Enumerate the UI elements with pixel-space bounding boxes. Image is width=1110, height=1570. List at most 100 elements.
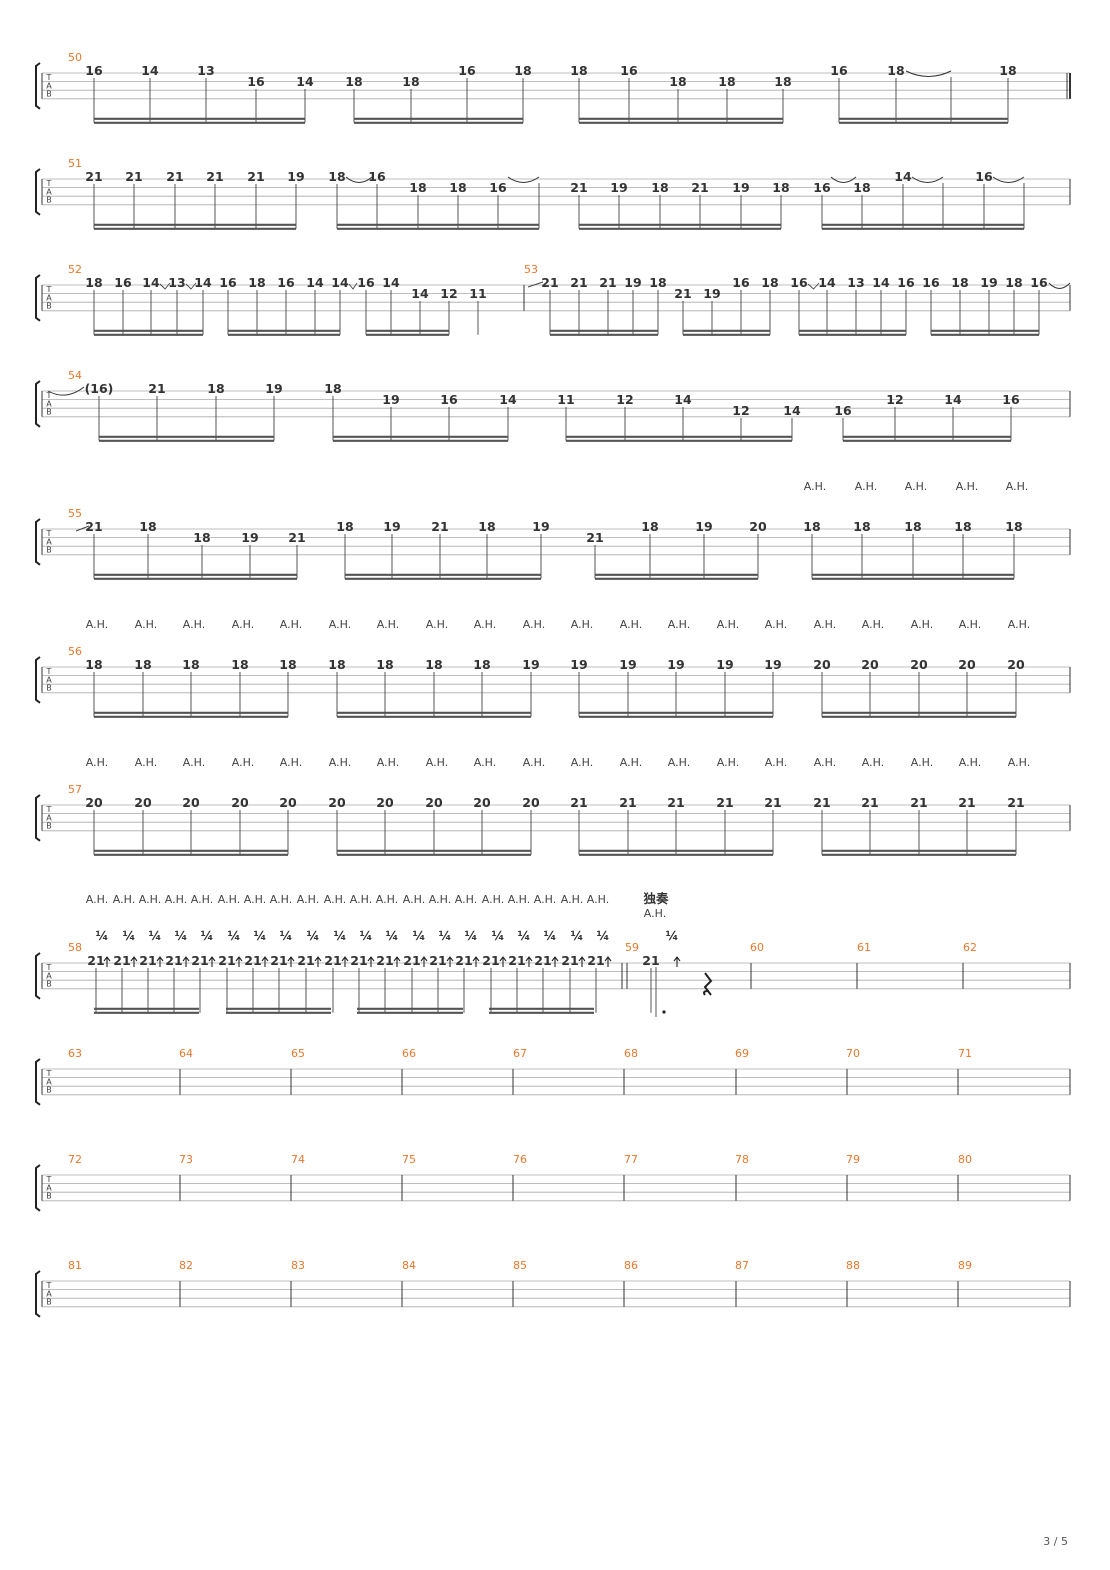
fret-number: 19 [732, 180, 749, 195]
harmonic-label: A.H. [270, 893, 292, 906]
fret-number: 16 [440, 392, 458, 407]
tab-clef-letter: T [46, 179, 52, 188]
fret-number: 16 [790, 275, 808, 290]
tab-clef-letter: A [46, 187, 52, 196]
fret-number: 18 [85, 657, 102, 672]
tab-clef-letter: A [46, 399, 52, 408]
tab-clef-letter: A [46, 1077, 52, 1086]
fret-number: 20 [328, 795, 346, 810]
harmonic-label: A.H. [855, 480, 877, 493]
bar-number: 65 [291, 1047, 305, 1060]
harmonic-label: A.H. [377, 618, 399, 631]
fret-number: 21 [455, 953, 472, 968]
bend-arrow [156, 956, 164, 967]
fret-number: 21 [376, 953, 393, 968]
tab-clef-letter: T [46, 285, 52, 294]
bar-number: 67 [513, 1047, 527, 1060]
tab-clef-letter: T [46, 73, 52, 82]
bar-number: 83 [291, 1259, 305, 1272]
fret-number: 21 [586, 530, 603, 545]
quarter-bend-label: ¼ [518, 928, 531, 943]
fret-number: 14 [382, 275, 400, 290]
fret-number: 21 [429, 953, 446, 968]
fret-number: 18 [207, 381, 224, 396]
tab-clef-letter: T [46, 805, 52, 814]
fret-number: 20 [522, 795, 540, 810]
tab-clef-letter: A [46, 1183, 52, 1192]
harmonic-label: A.H. [862, 618, 884, 631]
harmonic-label: A.H. [376, 893, 398, 906]
quarter-bend-label: ¼ [280, 928, 293, 943]
tab-clef-letter: B [46, 196, 52, 205]
bend-arrow [420, 956, 428, 967]
fret-number: 21 [642, 953, 659, 968]
fret-number: 21 [247, 169, 264, 184]
bar-number: 57 [68, 783, 82, 796]
bar-number: 88 [846, 1259, 860, 1272]
tab-clef-letter: A [46, 971, 52, 980]
fret-number: 12 [440, 286, 457, 301]
system-bracket [35, 952, 41, 1000]
bend-arrow [446, 956, 454, 967]
quarter-bend-label: ¼ [228, 928, 241, 943]
fret-number: 19 [532, 519, 549, 534]
fret-number: 18 [324, 381, 341, 396]
tab-clef-letter: B [46, 1192, 52, 1201]
harmonic-label: A.H. [139, 893, 161, 906]
fret-number: 18 [376, 657, 393, 672]
tie [830, 176, 857, 183]
fret-number: 14 [331, 275, 349, 290]
bar-number: 68 [624, 1047, 638, 1060]
fret-number: 18 [473, 657, 490, 672]
fret-number: 11 [469, 286, 486, 301]
fret-number: 18 [853, 180, 870, 195]
tie [345, 176, 373, 183]
slide-mark [185, 282, 197, 290]
system-bracket [35, 168, 41, 216]
harmonic-label: A.H. [765, 756, 787, 769]
fret-number: 21 [861, 795, 878, 810]
duration-dot [662, 1010, 666, 1014]
fret-number: 21 [716, 795, 733, 810]
fret-number: 18 [279, 657, 296, 672]
fret-number: 18 [761, 275, 778, 290]
bar-number: 86 [624, 1259, 638, 1272]
system-bracket [35, 656, 41, 704]
fret-number: 20 [279, 795, 297, 810]
fret-number: 18 [336, 519, 353, 534]
harmonic-label: A.H. [244, 893, 266, 906]
fret-number: 18 [954, 519, 971, 534]
harmonic-label: A.H. [1008, 618, 1030, 631]
harmonic-label: A.H. [959, 756, 981, 769]
quarter-bend-label: ¼ [175, 928, 188, 943]
fret-number: 16 [834, 403, 852, 418]
quarter-bend-label: ¼ [334, 928, 347, 943]
bend-arrow [393, 956, 401, 967]
fret-number: 16 [489, 180, 507, 195]
bar-number: 61 [857, 941, 871, 954]
harmonic-label: A.H. [959, 618, 981, 631]
harmonic-label: A.H. [455, 893, 477, 906]
fret-number: 21 [125, 169, 142, 184]
fret-number: 14 [141, 63, 159, 78]
fret-number: 19 [764, 657, 781, 672]
bar-number: 85 [513, 1259, 527, 1272]
system-bracket [35, 1164, 41, 1212]
quarter-bend-label: ¼ [492, 928, 505, 943]
harmonic-label: A.H. [523, 618, 545, 631]
tab-clef-letter: B [46, 408, 52, 417]
fret-number: 18 [904, 519, 921, 534]
tab-clef-letter: A [46, 813, 52, 822]
fret-number: 18 [134, 657, 151, 672]
bend-arrow [341, 956, 349, 967]
fret-number: 20 [134, 795, 152, 810]
page-number: 3 / 5 [1043, 1535, 1068, 1548]
fret-number: 11 [557, 392, 574, 407]
bar-number: 53 [524, 263, 538, 276]
tab-clef-letter: A [46, 675, 52, 684]
fret-number: 18 [328, 657, 345, 672]
harmonic-label: A.H. [377, 756, 399, 769]
